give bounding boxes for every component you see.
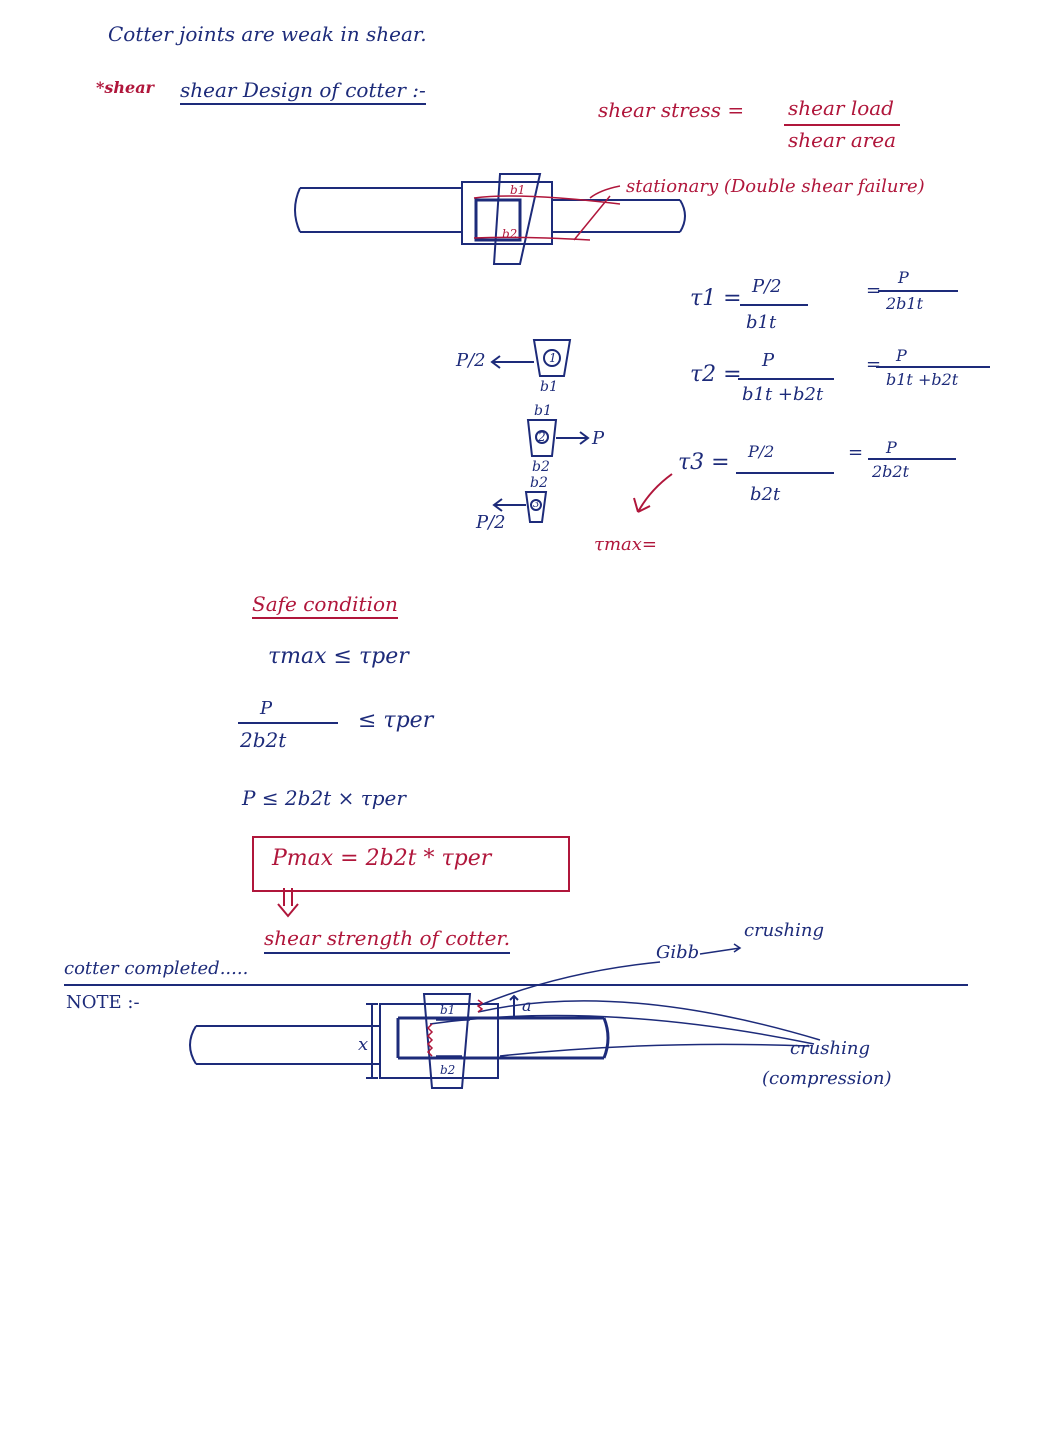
tau1-den: b1t bbox=[746, 312, 777, 333]
part2-force: P bbox=[592, 428, 605, 449]
shear-strength-result: shear strength of cotter. bbox=[264, 928, 511, 954]
intro-line: Cotter joints are weak in shear. bbox=[108, 22, 427, 46]
p-half-top: P/2 bbox=[456, 350, 486, 371]
shear-stress-fraction-bar bbox=[784, 124, 900, 126]
tau3-res-bar bbox=[868, 458, 956, 460]
safe-frac-bar bbox=[238, 722, 338, 724]
tau3-den: b2t bbox=[750, 484, 781, 505]
part3-top: b2 bbox=[530, 475, 548, 491]
tau1-res-den: 2b1t bbox=[886, 294, 924, 313]
tau3-res-den: 2b2t bbox=[872, 462, 910, 481]
pmax-box bbox=[252, 836, 570, 892]
section-divider bbox=[64, 984, 968, 986]
stationary-annotation: stationary (Double shear failure) bbox=[626, 176, 925, 197]
note-label: NOTE :- bbox=[66, 992, 140, 1013]
shear-stress-denominator: shear area bbox=[788, 128, 897, 152]
tau1-res-num: P bbox=[898, 268, 909, 287]
tau2-lhs: τ2 = bbox=[690, 362, 742, 387]
pmax-formula: Pmax = 2b2t * τper bbox=[272, 846, 492, 871]
safe-frac-den: 2b2t bbox=[240, 728, 287, 752]
tau-max-label: τmax= bbox=[594, 534, 657, 555]
part2-id: 2 bbox=[538, 430, 546, 444]
note-label-x: x bbox=[358, 1034, 369, 1055]
tau3-res-num: P bbox=[886, 438, 897, 457]
gibb-label: Gibb bbox=[656, 942, 700, 963]
crushing-top-label: crushing bbox=[744, 920, 824, 941]
tau3-lhs: τ3 = bbox=[678, 450, 730, 475]
shear-stress-lhs: shear stress = bbox=[598, 98, 745, 122]
compression-label: (compression) bbox=[762, 1068, 892, 1089]
section-heading: shear Design of cotter :- bbox=[180, 80, 426, 105]
tau2-num: P bbox=[762, 350, 775, 371]
shear-stress-numerator: shear load bbox=[788, 96, 894, 120]
tau3-eq: = bbox=[848, 442, 864, 463]
part1-label: b1 bbox=[540, 379, 558, 395]
safe-frac-num: P bbox=[260, 698, 273, 719]
part1-id: 1 bbox=[549, 351, 557, 365]
part2-top: b1 bbox=[534, 403, 552, 419]
tau2-den: b1t +b2t bbox=[742, 384, 824, 405]
tau2-res-num: P bbox=[896, 346, 907, 365]
safe-line3: P ≤ 2b2t × τper bbox=[242, 786, 406, 810]
tau1-lhs: τ1 = bbox=[690, 286, 742, 311]
part2-bottom: b2 bbox=[532, 459, 550, 475]
crushing-bottom-label: crushing bbox=[790, 1038, 870, 1059]
safe-condition-title: Safe condition bbox=[252, 594, 398, 619]
diagram1-label-b1: b1 bbox=[510, 183, 526, 197]
heading-prefix: *shear bbox=[96, 78, 154, 97]
tau3-bar bbox=[736, 472, 834, 474]
note-label-a: a bbox=[522, 996, 532, 1015]
tau1-eq: = bbox=[866, 280, 882, 301]
diagram1-label-b2: b2 bbox=[502, 227, 518, 241]
tau2-bar bbox=[738, 378, 834, 380]
tau2-res-bar bbox=[876, 366, 990, 368]
cotter-completed: cotter completed..... bbox=[64, 958, 249, 979]
safe-line1: τmax ≤ τper bbox=[268, 644, 409, 669]
p-half-bottom: P/2 bbox=[476, 512, 506, 533]
tau2-eq: = bbox=[866, 354, 882, 375]
part3-id: 3 bbox=[533, 499, 540, 510]
tau1-bar bbox=[740, 304, 808, 306]
note-label-b1: b1 bbox=[440, 1003, 456, 1017]
tau3-num: P/2 bbox=[748, 442, 775, 461]
tau1-res-bar bbox=[878, 290, 958, 292]
tau2-res-den: b1t +b2t bbox=[886, 370, 959, 389]
safe-frac-rel: ≤ τper bbox=[358, 708, 434, 733]
tau1-num: P/2 bbox=[752, 276, 782, 297]
note-label-b2: b2 bbox=[440, 1063, 456, 1077]
